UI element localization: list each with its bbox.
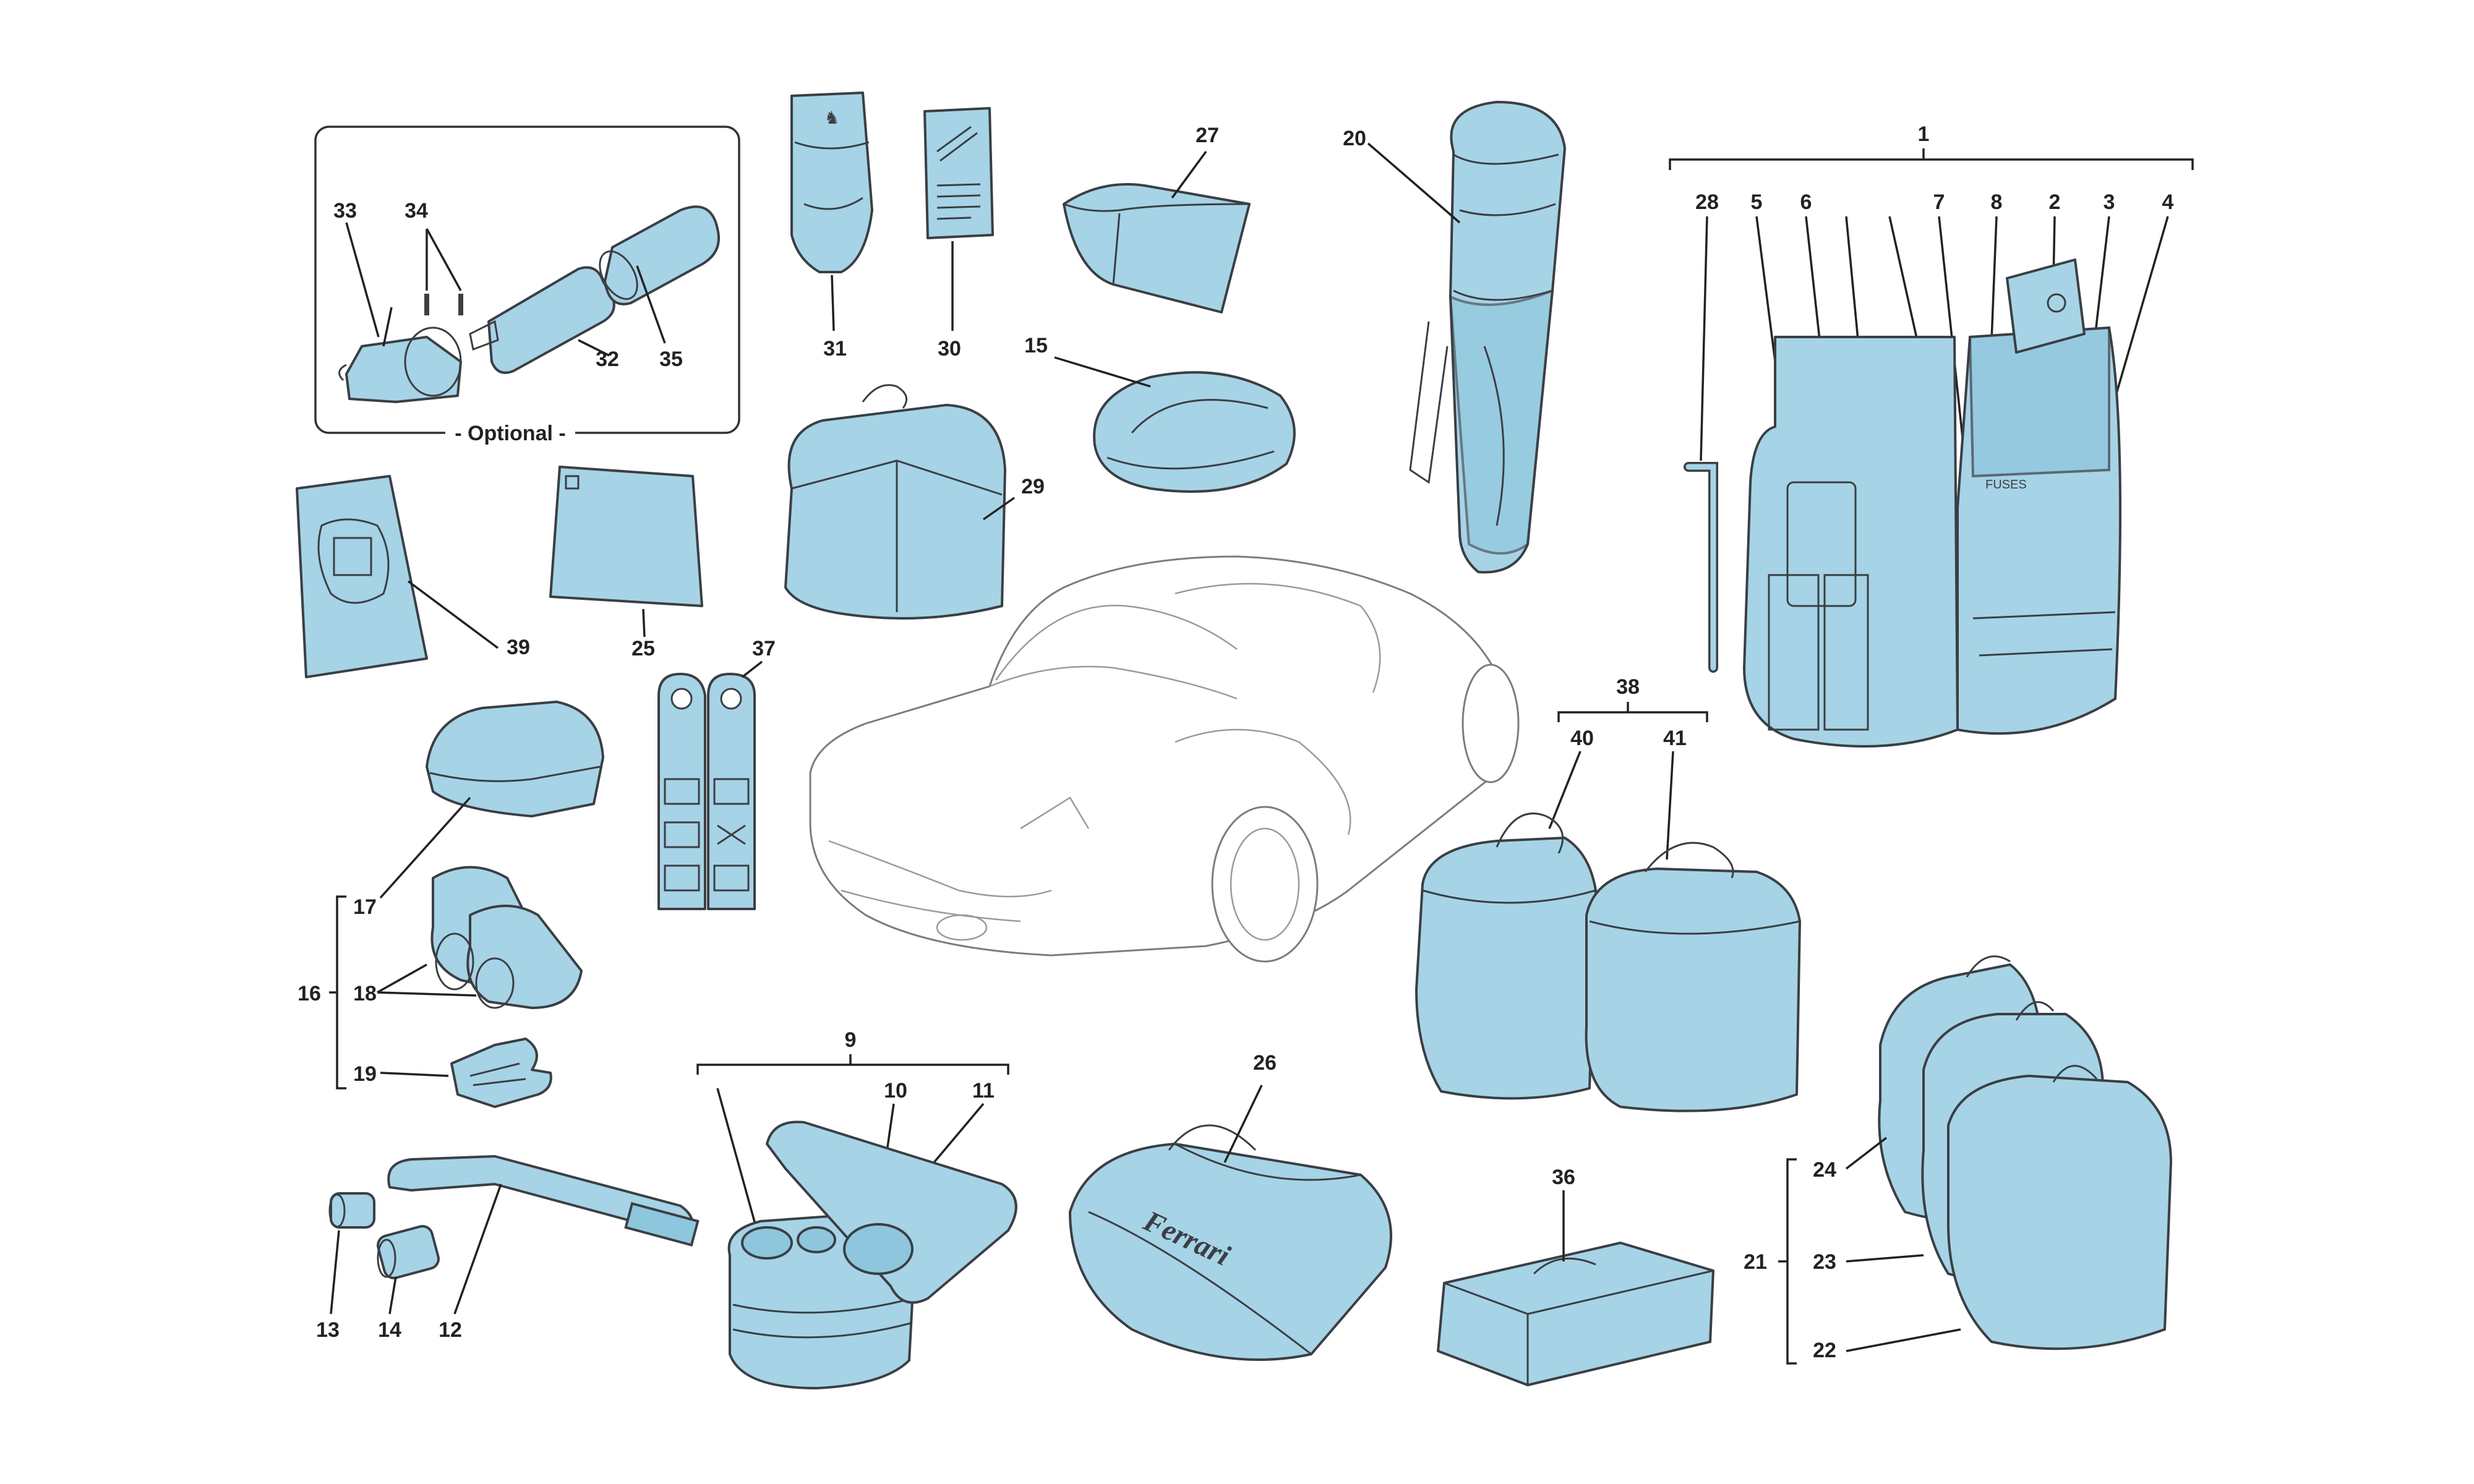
label-5: 5 (1751, 190, 1763, 214)
car-cover-bag: ♞ (792, 93, 872, 272)
wheel-wrench (388, 1156, 698, 1245)
callout-38: 38 40 41 (1549, 675, 1707, 859)
luggage-bag-left (1416, 814, 1596, 1099)
label-38: 38 (1616, 675, 1640, 699)
label-20: 20 (1343, 127, 1366, 150)
bag-set (1879, 957, 2171, 1349)
svg-text:♞: ♞ (824, 109, 839, 128)
label-24: 24 (1813, 1158, 1836, 1182)
gloves (452, 1039, 551, 1107)
wheel-socket-large (375, 1224, 440, 1281)
label-30: 30 (938, 337, 961, 360)
label-2: 2 (2049, 190, 2061, 214)
label-21: 21 (1744, 1250, 1767, 1274)
optional-caption: - Optional - (455, 422, 565, 445)
folded-cover (427, 702, 603, 816)
label-16: 16 (297, 982, 321, 1005)
luggage-bag-right (1586, 843, 1800, 1111)
label-23: 23 (1813, 1250, 1836, 1274)
label-11: 11 (972, 1079, 995, 1102)
fire-extinguisher (470, 268, 614, 373)
wheel-cover (1094, 372, 1295, 492)
flat-document (550, 467, 702, 606)
label-39: 39 (507, 636, 530, 659)
wheel-bags (432, 868, 581, 1009)
label-10: 10 (884, 1079, 907, 1102)
allen-key (1689, 467, 1713, 668)
golf-bag (1410, 102, 1565, 572)
label-26: 26 (1253, 1051, 1277, 1075)
garment-bag (785, 385, 1005, 618)
label-22: 22 (1813, 1339, 1836, 1362)
label-1: 1 (1918, 122, 1930, 146)
label-32: 32 (596, 348, 619, 371)
label-9: 9 (845, 1028, 857, 1052)
label-31: 31 (823, 337, 847, 360)
wheel-socket-small (330, 1193, 374, 1227)
optional-group: - Optional - 33 34 32 35 (315, 127, 739, 448)
label-14: 14 (378, 1318, 401, 1342)
callout-16: 16 (297, 897, 346, 1088)
owner-manual (925, 108, 993, 238)
label-34: 34 (404, 199, 428, 223)
label-36: 36 (1552, 1166, 1575, 1189)
label-7: 7 (1933, 190, 1945, 214)
label-29: 29 (1021, 475, 1045, 498)
label-12: 12 (439, 1318, 462, 1342)
toolkit-bag: FUSES (1744, 260, 2120, 746)
label-6: 6 (1800, 190, 1812, 214)
label-8: 8 (1991, 190, 2003, 214)
label-25: 25 (631, 637, 655, 660)
label-13: 13 (316, 1318, 340, 1342)
toolkit-fuses-text: FUSES (1985, 478, 2027, 492)
label-18: 18 (353, 982, 377, 1005)
label-27: 27 (1196, 124, 1219, 147)
label-37: 37 (752, 637, 776, 660)
extinguisher-bracket (340, 328, 461, 402)
document-booklet (297, 476, 427, 677)
storage-pouch (1064, 184, 1249, 312)
extinguisher-cover (592, 207, 719, 305)
label-40: 40 (1570, 727, 1594, 750)
label-4: 4 (2162, 190, 2174, 214)
label-15: 15 (1024, 334, 1048, 357)
ferrari-duffel-bag: Ferrari (1070, 1125, 1391, 1360)
hanging-tags (659, 674, 755, 909)
label-3: 3 (2104, 190, 2115, 214)
label-28: 28 (1695, 190, 1719, 214)
label-41: 41 (1663, 727, 1687, 750)
storage-case (1438, 1243, 1713, 1385)
extinguisher-screw (424, 294, 463, 315)
label-17: 17 (353, 895, 377, 919)
label-33: 33 (333, 199, 357, 223)
label-35: 35 (659, 348, 683, 371)
label-19: 19 (353, 1062, 377, 1086)
